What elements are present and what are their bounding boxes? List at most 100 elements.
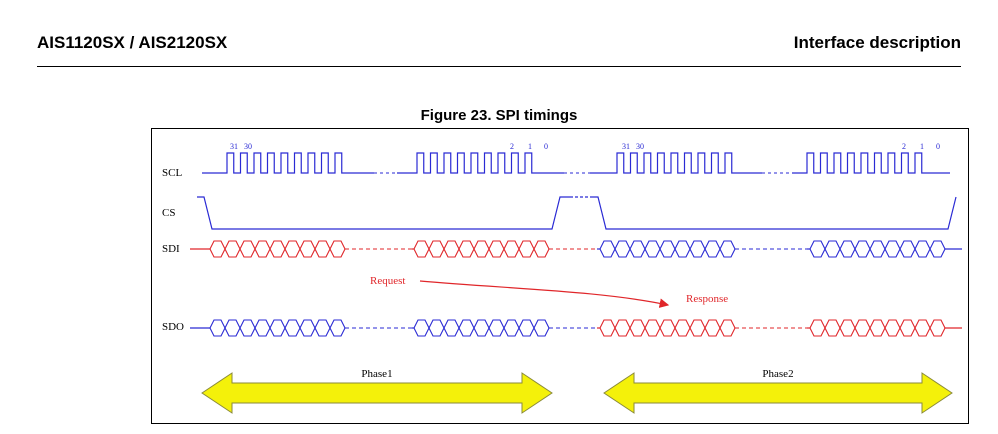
- sdo-bit-cell: [269, 319, 286, 337]
- sdo-bit-cell: [809, 319, 826, 337]
- sdi-bit-cell: [644, 240, 661, 258]
- sdo-bit-cell: [299, 319, 316, 337]
- sdo-bit-cell: [209, 319, 226, 337]
- figure-title: Figure 23. SPI timings: [420, 107, 578, 124]
- sdo-bit-cell: [839, 319, 856, 337]
- scl-bit-0-f1: 0: [544, 142, 548, 151]
- sdi-bit-cell: [443, 240, 460, 258]
- scl-burst-2: [397, 152, 564, 174]
- sdi-bit-cell: [899, 240, 916, 258]
- sdi-bit-cell: [674, 240, 691, 258]
- sdo-bit-cell: [533, 319, 550, 337]
- sdi-bit-cell: [914, 240, 931, 258]
- sdi-bit-cell: [284, 240, 301, 258]
- header-divider: [37, 66, 961, 67]
- sdo-bit-cell: [473, 319, 490, 337]
- phase1-label: Phase1: [361, 368, 392, 380]
- sdo-bit-cell: [443, 319, 460, 337]
- sdo-bit-cell: [254, 319, 271, 337]
- scl-bit-1-f1: 1: [528, 142, 532, 151]
- signal-label-scl: SCL: [162, 167, 182, 179]
- sdi-bit-cell: [884, 240, 901, 258]
- signal-label-sdo: SDO: [162, 321, 184, 333]
- sdo-bit-cell: [644, 319, 661, 337]
- scl-bit-30-f1: 30: [244, 142, 252, 151]
- request-label: Request: [370, 275, 405, 287]
- sdi-bit-cell: [503, 240, 520, 258]
- scl-bit-1-f2: 1: [920, 142, 924, 151]
- signal-label-cs: CS: [162, 207, 175, 219]
- sdi-bit-cell: [413, 240, 430, 258]
- sdo-bit-cell: [629, 319, 646, 337]
- sdi-bit-cell: [824, 240, 841, 258]
- sdo-waveform: [190, 319, 962, 337]
- sdi-bit-cell: [224, 240, 241, 258]
- sdi-bit-cell: [719, 240, 736, 258]
- sdo-bit-cell: [614, 319, 631, 337]
- sdo-bit-cell: [413, 319, 430, 337]
- sdo-bit-cell: [518, 319, 535, 337]
- request-response-arrow: [419, 280, 670, 308]
- sdo-bit-cell: [929, 319, 946, 337]
- scl-bit-30-f2: 30: [636, 142, 644, 151]
- sdi-bit-cell: [239, 240, 256, 258]
- cs-frame-1: [197, 196, 570, 230]
- sdo-bit-cell: [659, 319, 676, 337]
- sdi-bit-cell: [458, 240, 475, 258]
- sdi-bit-cell: [689, 240, 706, 258]
- sdo-bit-cell: [488, 319, 505, 337]
- sdo-bit-cell: [458, 319, 475, 337]
- sdi-bit-cell: [428, 240, 445, 258]
- scl-bit-2-f2: 2: [902, 142, 906, 151]
- sdo-bit-cell: [284, 319, 301, 337]
- signal-label-sdi: SDI: [162, 243, 180, 255]
- sdi-bit-cell: [518, 240, 535, 258]
- sdo-bit-cell: [824, 319, 841, 337]
- sdi-bit-cell: [473, 240, 490, 258]
- sdi-bit-cell: [854, 240, 871, 258]
- sdo-bit-cell: [854, 319, 871, 337]
- sdo-bit-cell: [899, 319, 916, 337]
- scl-bit-2-f1: 2: [510, 142, 514, 151]
- sdo-bit-cell: [314, 319, 331, 337]
- scl-burst-1: [202, 152, 374, 174]
- cs-waveform: [197, 196, 957, 230]
- sdo-bit-cell: [674, 319, 691, 337]
- sdi-bit-cell: [533, 240, 550, 258]
- scl-waveform: [202, 152, 950, 174]
- cs-frame-2: [592, 196, 957, 230]
- sdo-bit-cell: [689, 319, 706, 337]
- sdo-bit-cell: [428, 319, 445, 337]
- sdi-bit-cell: [659, 240, 676, 258]
- sdi-bit-cell: [299, 240, 316, 258]
- sdi-bit-cell: [839, 240, 856, 258]
- sdi-bit-cell: [488, 240, 505, 258]
- sdi-bit-cell: [869, 240, 886, 258]
- sdi-bit-cell: [704, 240, 721, 258]
- sdi-bit-cell: [929, 240, 946, 258]
- sdo-bit-cell: [704, 319, 721, 337]
- scl-bit-31-f2: 31: [622, 142, 630, 151]
- sdi-bit-cell: [629, 240, 646, 258]
- scl-bit-31-f1: 31: [230, 142, 238, 151]
- sdi-bit-cell: [614, 240, 631, 258]
- sdo-bit-cell: [719, 319, 736, 337]
- phase2-label: Phase2: [762, 368, 793, 380]
- sdo-bit-cell: [884, 319, 901, 337]
- sdo-bit-cell: [869, 319, 886, 337]
- sdo-bit-cell: [503, 319, 520, 337]
- sdi-bit-cell: [314, 240, 331, 258]
- sdo-bit-cell: [224, 319, 241, 337]
- sdo-bit-cell: [329, 319, 346, 337]
- phase1-arrow: [201, 372, 553, 414]
- sdo-bit-cell: [599, 319, 616, 337]
- sdi-waveform: [190, 240, 962, 258]
- scl-burst-3: [590, 152, 762, 174]
- response-label: Response: [686, 293, 728, 305]
- spi-timing-diagram: SCL CS SDI SDO 31 30 2 1 0 31 30 2 1 0 R…: [151, 128, 969, 424]
- sdo-bit-cell: [914, 319, 931, 337]
- document-header-part-number: AIS1120SX / AIS2120SX: [37, 33, 228, 52]
- sdi-bit-cell: [809, 240, 826, 258]
- phase2-arrow: [603, 372, 953, 414]
- scl-burst-4: [792, 152, 950, 174]
